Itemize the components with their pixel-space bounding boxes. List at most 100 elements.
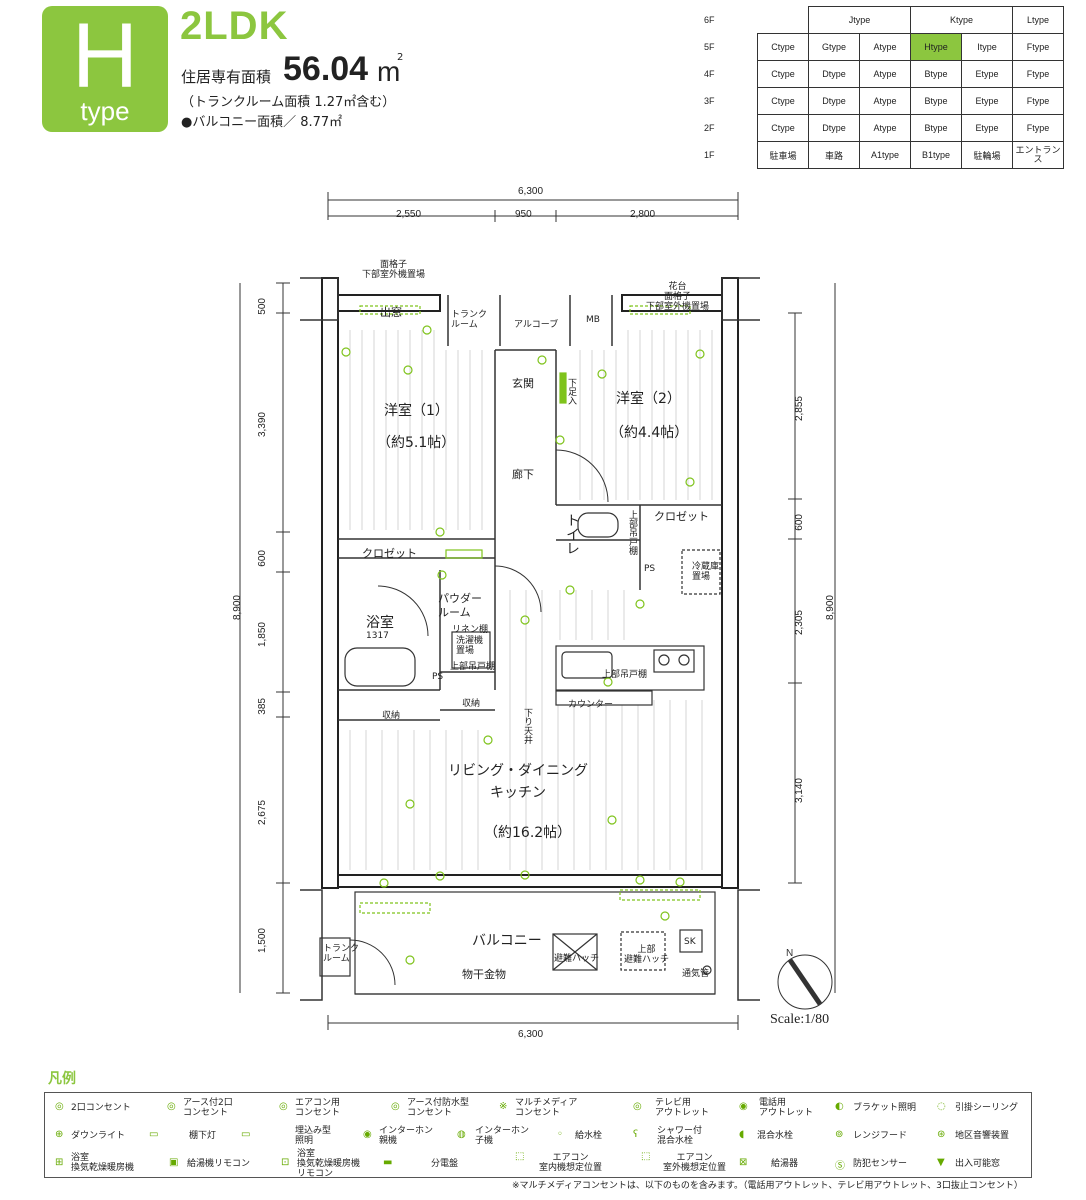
area-unit-sup: 2	[397, 52, 404, 63]
column-bottom-left	[300, 889, 323, 1001]
dim-left-1: 500	[257, 298, 268, 315]
outlet-2-icon: ◎	[55, 1101, 64, 1112]
legend-item: ブラケット照明	[853, 1103, 917, 1113]
kitchen-sink	[561, 651, 613, 679]
area-unit: m	[377, 56, 401, 87]
wall-balcony	[337, 874, 723, 888]
label-linen-shelf: リネン棚	[452, 625, 489, 635]
unit-cell: 駐車場	[757, 141, 809, 169]
distribution-board-icon: ▬	[383, 1157, 393, 1168]
unit-cell-highlighted: Htype	[910, 33, 962, 61]
column-top-right	[721, 277, 760, 321]
range-hood-icon: ⊚	[835, 1129, 844, 1140]
fridge-space	[681, 549, 721, 595]
floor-label: 5F	[704, 42, 715, 52]
column-header: Jtype	[808, 6, 911, 34]
dim-left-7: 1,500	[257, 928, 268, 954]
type-letter: H	[71, 5, 139, 107]
label-closet-left: クロゼット	[362, 547, 417, 560]
legend-item: マルチメディア コンセント	[515, 1098, 578, 1118]
label-lowered-ceiling: 下り天井	[522, 708, 532, 744]
unit-cell: Btype	[910, 114, 962, 142]
unit-cell: Ftype	[1012, 60, 1064, 88]
legend-item: 浴室 換気乾燥暖房機	[71, 1153, 135, 1173]
label-ps-1: PS	[644, 564, 656, 574]
unit-cell: Etype	[961, 60, 1013, 88]
type-badge: H type	[42, 6, 168, 132]
legend-item: 混合水栓	[757, 1131, 794, 1141]
svg-text:N: N	[786, 948, 793, 959]
earth-outlet-icon: ◎	[167, 1101, 176, 1112]
area-label: 住居専有面積	[181, 68, 272, 86]
legend-item: エアコン 室内機想定位置	[539, 1153, 603, 1173]
floor-plan-drawing: N	[239, 192, 836, 1030]
legend-item: 分電盤	[431, 1159, 459, 1169]
legend-item: 出入可能窓	[955, 1159, 1001, 1169]
legend-item: 給湯機リモコン	[187, 1159, 251, 1169]
unit-cell: B1type	[910, 141, 962, 169]
label-upper-evac-hatch: 上部 避難ハッチ	[624, 945, 670, 965]
powder-door	[494, 565, 542, 613]
label-bathroom: 浴室	[366, 615, 394, 631]
toilet-bowl	[577, 512, 619, 538]
floor-label: 6F	[704, 15, 715, 25]
dim-top-mid: 950	[515, 209, 532, 220]
label-upper-cabinet-washer: 上部吊戸棚	[450, 662, 496, 672]
label-washer-space: 洗濯機 置場	[456, 636, 484, 656]
label-sk: SK	[684, 937, 696, 947]
dim-left-6: 2,675	[257, 800, 268, 826]
unit-cell: Dtype	[808, 87, 860, 115]
column-header: Ktype	[910, 6, 1013, 34]
legend-item: 引掛シーリング	[955, 1103, 1019, 1113]
water-heater-remote-icon: ▣	[169, 1157, 179, 1168]
faucet-icon: ◦	[557, 1129, 563, 1140]
unit-cell: Dtype	[808, 60, 860, 88]
dim-right-1: 2,855	[794, 396, 805, 422]
aircon-outlet-icon: ◎	[279, 1101, 288, 1112]
security-sensor-icon: Ⓢ	[835, 1161, 845, 1172]
area-value: 56.04	[283, 50, 369, 88]
bracket-light-icon: ◐	[835, 1101, 844, 1112]
label-vent-pipe: 通気管	[682, 969, 710, 979]
unit-cell: A1type	[859, 141, 911, 169]
waterproof-outlet-icon: ◎	[391, 1101, 400, 1112]
legend-item: 棚下灯	[189, 1131, 217, 1141]
label-balcony-trunk: トランク ルーム	[323, 944, 360, 964]
upper-evac-hatch	[620, 931, 666, 971]
unit-cell: Itype	[961, 33, 1013, 61]
water-heater-icon: ⊠	[739, 1157, 748, 1168]
phone-outlet-icon: ◉	[739, 1101, 748, 1112]
trunk-room-note: （トランクルーム面積 1.27㎡含む）	[181, 95, 396, 110]
unit-cell: Ctype	[757, 60, 809, 88]
label-western-room-2-size: （約4.4帖）	[610, 425, 689, 441]
legend-item: 給水栓	[575, 1131, 603, 1141]
legend-item: 浴室 換気乾燥暖房機 リモコン	[297, 1149, 361, 1179]
legend-item: 2口コンセント	[71, 1103, 131, 1113]
dim-top-total: 6,300	[518, 186, 544, 197]
aircon-outdoor-icon: ⬚	[641, 1151, 651, 1162]
column-top-left	[300, 277, 339, 321]
unit-cell: Etype	[961, 87, 1013, 115]
unit-cell: Atype	[859, 60, 911, 88]
label-living-dining-kitchen: リビング・ダイニング キッチン	[448, 763, 588, 801]
label-hallway: 廊下	[512, 468, 534, 481]
legend-box: ◎ 2口コンセント ◎ アース付2口 コンセント ◎ エアコン用 コンセント ◎…	[44, 1092, 1032, 1179]
unit-cell: Ftype	[1012, 87, 1064, 115]
label-fridge-space: 冷蔵庫 置場	[692, 562, 720, 582]
intercom-master-icon: ◉	[363, 1129, 372, 1140]
unit-cell: Etype	[961, 114, 1013, 142]
unit-cell: Btype	[910, 87, 962, 115]
legend-item: ダウンライト	[71, 1131, 126, 1141]
scale-label: Scale:1/80	[770, 1012, 830, 1027]
legend-item: 防犯センサー	[853, 1159, 908, 1169]
label-storage-left: 収納	[382, 711, 401, 721]
label-ldk-size: （約16.2帖）	[484, 825, 572, 841]
unit-cell: Btype	[910, 60, 962, 88]
legend-item: テレビ用 アウトレット	[655, 1098, 710, 1118]
dim-left-3: 600	[257, 550, 268, 567]
floor-label: 3F	[704, 96, 715, 106]
dim-top-right: 2,800	[630, 209, 656, 220]
label-flower-bed: 花台 面格子 下部室外機置場	[646, 282, 710, 312]
label-counter: カウンター	[568, 700, 614, 710]
floor-label: 2F	[704, 123, 715, 133]
